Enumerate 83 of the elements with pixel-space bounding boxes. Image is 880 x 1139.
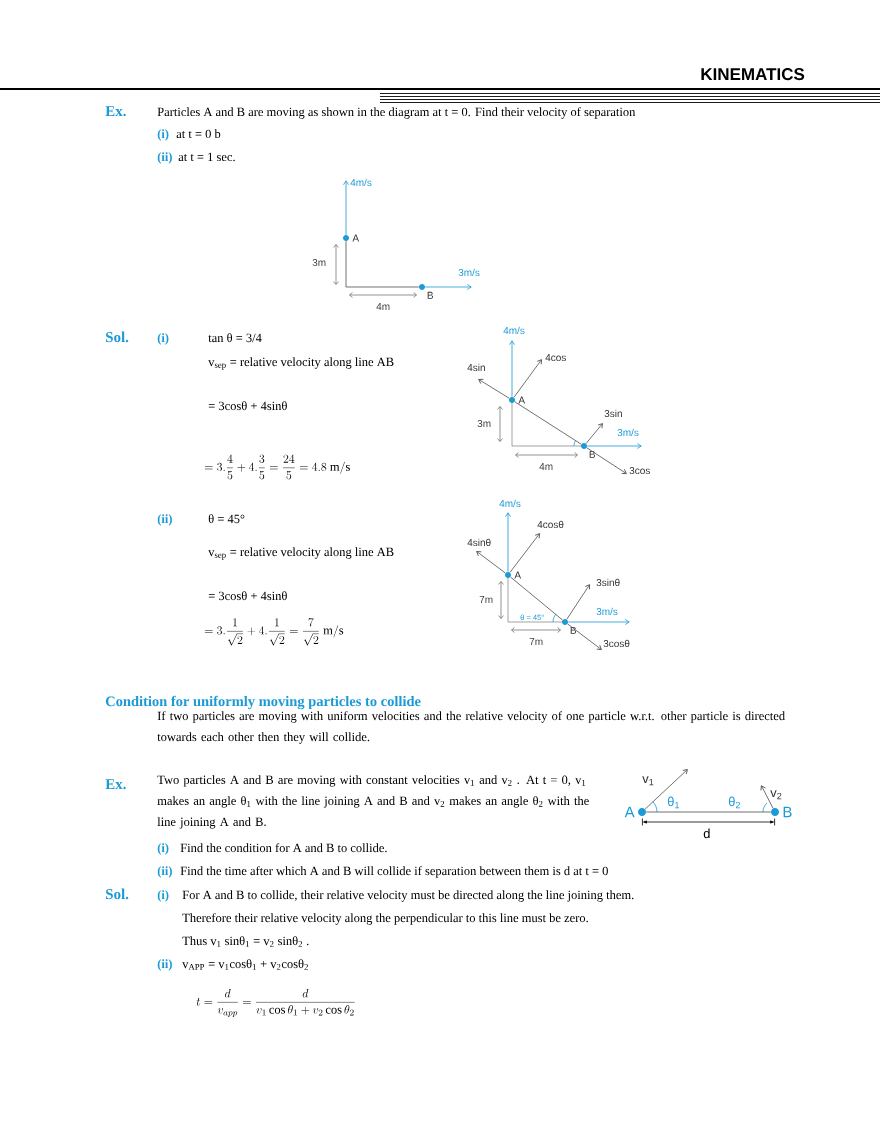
arrow [585,423,603,444]
edge-label: 3sinθ [596,578,620,587]
edge-label: 4m/s [499,499,521,508]
edge-label: 4m/s [350,178,372,187]
equation: $t = \frac{d}{v_{app}} = \frac{d}{v_1\cos\theta_1 + v_2\cos\theta_2}$ [196,988,355,1018]
edge-label: 3m/s [617,428,639,437]
dimension-label: 3m [312,259,326,267]
edge-label: 3sin [604,409,622,418]
dimension-label: 4m [539,463,553,470]
paragraph: Two particles A and B are moving with constant velocities v$_{1}$ and v$_{2}$ . At t = 0, v$_{1}$ makes an angle θ$_{1}$ with the line joining A and B and v$_{2}$ makes an angle θ$_{2}$ with the line joining A and B. [157,775,589,829]
body-text: v$_{sep}$ = relative velocity along line AB [208,547,394,560]
edge-label: 4sin [467,363,485,372]
arrow [586,447,627,474]
section-heading: Condition for uniformly moving particles to collide [105,695,421,710]
node-label: A [514,571,522,579]
solution-label: Sol. [106,331,129,343]
arrow [513,359,542,398]
arrow [509,340,515,398]
item-number: (i) [157,890,169,902]
solution-label: Sol. [106,888,129,900]
arrow [478,378,510,399]
example-label: Ex. [105,106,126,117]
edge-label: 3cos [629,467,650,475]
body-text: θ = 45° [208,514,245,524]
header-title: KINEMATICS [701,68,805,81]
edge-label: 3m/s [458,268,480,277]
body-text: For A and B to collide, their relative velocity must be directed along the line joining them. [182,890,634,902]
arrow [644,769,688,810]
dimension-label: 7m [529,638,543,645]
dimension-label: 4m [376,303,390,310]
arrow [586,443,642,449]
node-label: B [589,450,596,458]
arrow [566,584,590,620]
arrow [567,619,630,625]
item-number: (ii) [157,959,172,971]
body-text: = 3cosθ + 4sinθ [208,401,287,411]
node-label: A [624,806,635,818]
item-number: (ii) [157,514,172,526]
node-label: A [518,396,526,404]
angle-label: θ$_{1}$ [667,796,680,809]
item-number: (i) [157,333,169,345]
body-text: Find the time after which A and B will collide if separation between them is d at t = 0 [180,866,608,878]
node-label: A [352,234,360,242]
item-number: (i) [157,843,169,855]
edge-label: 3cosθ [603,639,630,648]
node-label: B [570,626,577,634]
edge-label: v$_{2}$ [770,790,782,800]
edge-label: v$_{1}$ [642,776,654,786]
arrow [505,512,511,573]
dimension-label: 7m [479,596,493,603]
body-text: Particles A and B are moving as shown in the diagram at t = 0. Find their velocity of separation [157,107,636,119]
arrow [567,623,602,650]
arrow [509,533,540,573]
body-text: Find the condition for A and B to collide. [180,843,387,853]
edge-label: 4cos [545,354,566,362]
body-text: tan θ = 3/4 [208,333,262,343]
edge-label: 4sinθ [467,538,491,547]
edge-label: 4cosθ [537,520,564,529]
body-text: Thus v$_{1}$ sinθ$_{1}$ = v$_{2}$ sinθ$_{2}$ . [182,936,309,947]
equation: $= 3.\frac{4}{5} + 4.\frac{3}{5} = \frac{24}{5} = 4.8\ \mathrm{m/s}$ [204,454,350,480]
equation: $= 3.\frac{1}{\sqrt{2}} + 4.\frac{1}{\sqrt{2}} = \frac{7}{\sqrt{2}}\ \mathrm{m/s}$ [204,618,344,646]
dimension-label: d [703,828,710,839]
body-text: at t = 0 b [176,129,221,139]
body-text: = 3cosθ + 4sinθ [208,591,287,601]
body-text: v$_{APP}$ = v$_{1}$cosθ$_{1}$ + v$_{2}$cosθ$_{2}$ [182,959,308,970]
example-label: Ex. [105,779,126,790]
angle-label: θ$_{2}$ [728,796,741,809]
body-text: Therefore their relative velocity along the perpendicular to this line must be zero. [182,913,588,925]
dimension-label: 3m [477,420,491,428]
node-label: B [427,291,434,299]
node-label: B [783,806,792,818]
edge-label: 4m/s [503,326,525,335]
edge-label: 3m/s [596,607,618,616]
arrow [424,284,472,290]
paragraph: If two particles are moving with uniform velocities and the relative velocity of one particle w.r.t. other particle is directed towards each other then they will collide. [157,711,785,744]
arrow [343,180,349,236]
item-number: (i) [157,129,169,141]
body-text: at t = 1 sec. [178,152,235,162]
arrow [476,551,506,574]
item-number: (ii) [157,152,172,164]
arrow [760,785,774,809]
body-text: v$_{sep}$ = relative velocity along line AB [208,357,394,370]
item-number: (ii) [157,866,172,878]
